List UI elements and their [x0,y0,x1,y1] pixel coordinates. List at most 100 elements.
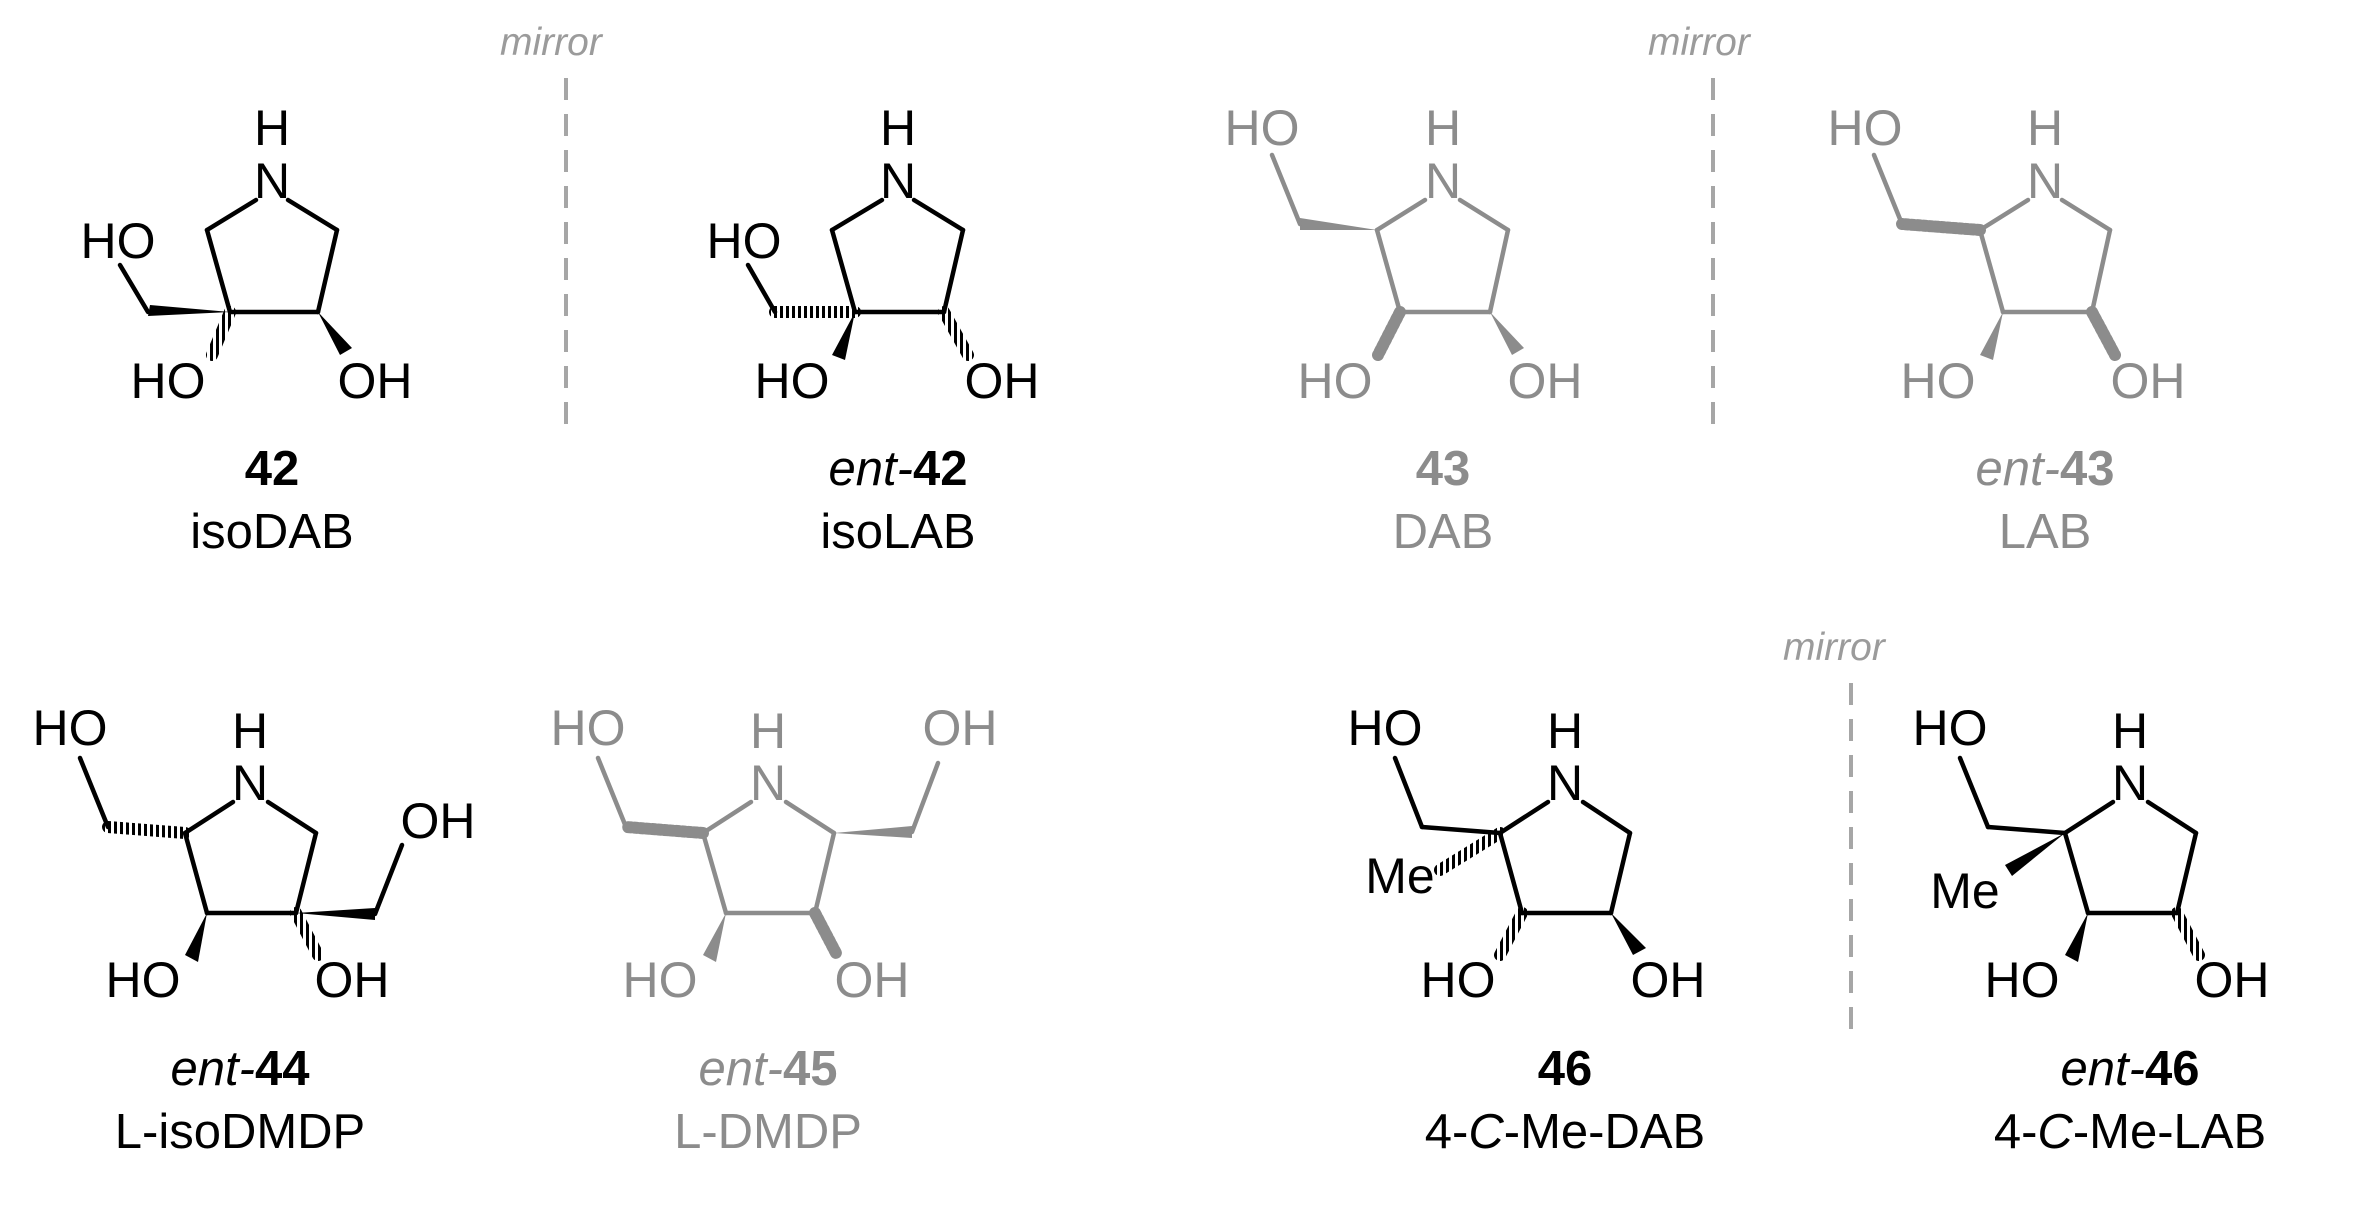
hydroxyl-label: OH [1631,952,1706,1008]
hydroxyl-label: HO [1298,353,1373,409]
compound-number-value: 44 [255,1042,310,1096]
hydrogen-label: H [2027,100,2063,156]
hydrogen-label: H [1425,100,1461,156]
name-part: 4- [1425,1105,1469,1159]
name-part-italic: C [2037,1105,2073,1159]
compound-name: L-DMDP [674,1105,862,1159]
hydrogen-label: H [1547,703,1583,759]
hydrogen-label: H [254,100,290,156]
nitrogen-label: N [880,153,916,209]
compound-number: ent-44 [171,1042,310,1096]
hydroxyl-label: OH [923,700,998,756]
nitrogen-label: N [1547,755,1583,811]
compound-number: 46 [1538,1042,1593,1096]
name-part: -Me-LAB [2073,1105,2266,1159]
hydroxyl-label: HO [131,353,206,409]
hydroxyl-label: HO [1828,100,1903,156]
hydroxyl-label: HO [1985,952,2060,1008]
compound-number-value: 42 [913,442,968,496]
ent-prefix: ent- [699,1042,783,1096]
compound-number-value: 46 [2145,1042,2200,1096]
hydrogen-label: H [2112,703,2148,759]
stereo-prefix: L [115,1105,142,1159]
hydrogen-label: H [880,100,916,156]
nitrogen-label: N [232,755,268,811]
hydroxyl-label: OH [338,353,413,409]
hydroxyl-label: OH [965,353,1040,409]
compound-name: 4-C-Me-LAB [1994,1105,2266,1159]
compound-ent-43-structure: N H HO HO OH [1828,100,2186,409]
hydrogen-label: H [750,703,786,759]
nitrogen-label: N [1425,153,1461,209]
compound-ent-46-structure: N H HO Me HO OH [1913,700,2270,1008]
hydroxyl-label: HO [1348,700,1423,756]
mirror-group-3: mirror [1783,626,1887,1032]
hydroxyl-label: OH [2111,353,2186,409]
methyl-label: Me [1365,848,1434,904]
hydroxyl-label: OH [315,952,390,1008]
compound-name: isoDAB [190,505,353,559]
compound-number-value: 43 [2060,442,2115,496]
nitrogen-label: N [254,153,290,209]
hydrogen-label: H [232,703,268,759]
hydroxyl-label: HO [755,353,830,409]
compound-46-caption: 46 4-C-Me-DAB [1425,1042,1705,1159]
compound-43-structure: N H HO HO OH [1225,100,1583,409]
hydroxyl-label: HO [1225,100,1300,156]
mirror-label: mirror [1648,21,1752,64]
compound-42-structure: N H HO HO OH [81,100,413,409]
hydroxyl-label: HO [81,213,156,269]
compound-name: DAB [1393,505,1494,559]
hydroxyl-label: HO [1421,952,1496,1008]
compound-46-structure: N H HO Me HO OH [1348,700,1706,1008]
ent-prefix: ent- [171,1042,255,1096]
nitrogen-label: N [2027,153,2063,209]
compound-name: L-isoDMDP [115,1105,366,1159]
compound-number: 42 [245,442,300,496]
hydroxyl-label: HO [1913,700,1988,756]
mirror-group-1: mirror [500,21,604,432]
compound-number-value: 45 [783,1042,838,1096]
hydroxyl-label: OH [401,793,476,849]
compound-ent-44-structure: N H HO OH HO OH [33,700,476,1008]
compound-number: 43 [1416,442,1471,496]
ent-prefix: ent- [2061,1042,2145,1096]
ent-prefix: ent- [829,442,913,496]
hydroxyl-label: HO [106,952,181,1008]
hydroxyl-label: OH [835,952,910,1008]
nitrogen-label: N [2112,755,2148,811]
compound-43-caption: 43 DAB [1393,442,1494,559]
hydroxyl-label: HO [623,952,698,1008]
name-part: 4- [1994,1105,2038,1159]
name-part: -Me-DAB [1504,1105,1705,1159]
mirror-group-2: mirror [1648,21,1752,432]
compound-ent-42-caption: ent-42 isoLAB [820,442,975,559]
compound-ent-43-caption: ent-43 LAB [1976,442,2115,559]
compound-name: LAB [1999,505,2092,559]
compound-ent-44-caption: ent-44 L-isoDMDP [115,1042,366,1159]
name-part-italic: C [1468,1105,1504,1159]
compound-name: isoLAB [820,505,975,559]
methyl-label: Me [1930,863,1999,919]
compound-name-value: -isoDMDP [142,1105,365,1159]
hydroxyl-label: HO [707,213,782,269]
hydroxyl-label: OH [2195,952,2270,1008]
compound-ent-45-structure: N H HO OH HO OH [551,700,998,1008]
compound-ent-42-structure: N H HO HO OH [707,100,1040,409]
compound-name-value: -DMDP [701,1105,862,1159]
compound-42-caption: 42 isoDAB [190,442,353,559]
compound-number: ent-43 [1976,442,2115,496]
compound-number: ent-46 [2061,1042,2200,1096]
mirror-label: mirror [500,21,604,64]
stereo-prefix: L [674,1105,701,1159]
compound-ent-45-caption: ent-45 L-DMDP [674,1042,862,1159]
hydroxyl-label: OH [1508,353,1583,409]
hydroxyl-label: HO [1901,353,1976,409]
compound-number: ent-42 [829,442,968,496]
mirror-label: mirror [1783,626,1887,669]
hydroxyl-label: HO [551,700,626,756]
hydroxyl-label: HO [33,700,108,756]
compound-ent-46-caption: ent-46 4-C-Me-LAB [1994,1042,2266,1159]
compound-number: ent-45 [699,1042,838,1096]
